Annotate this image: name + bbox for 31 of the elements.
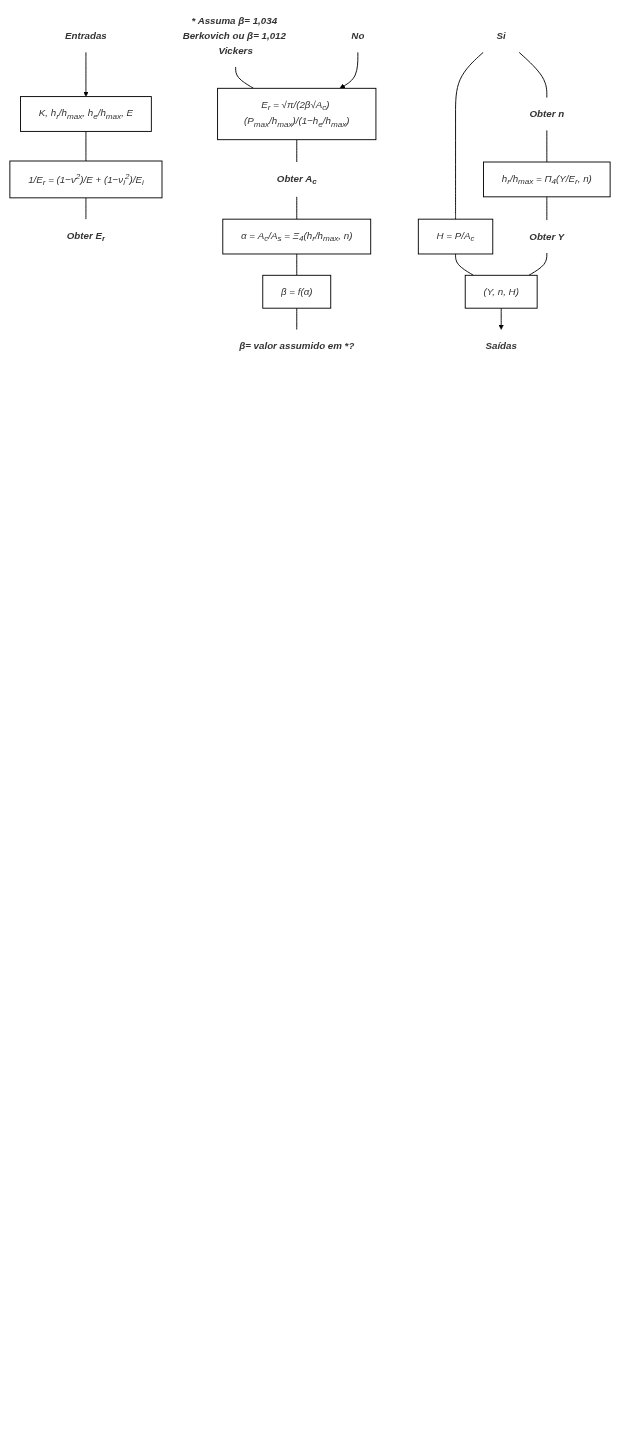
connector (296, 253, 298, 276)
connector (528, 252, 548, 276)
connector (235, 66, 255, 89)
connector (455, 51, 484, 220)
node-text: Obter A$_{c}$ (276, 172, 317, 186)
node-box: H = P/A$_{c}$ (417, 218, 494, 255)
connector (296, 139, 298, 163)
connector (518, 51, 548, 98)
connector (546, 130, 548, 163)
node-text: Obter n (529, 108, 565, 119)
connector (546, 196, 548, 221)
node-text: Obter E$_{r}$ (66, 230, 106, 244)
connector (85, 130, 87, 162)
connector (85, 197, 87, 220)
connector (296, 196, 298, 220)
node-box: E$_{r}$ = √π/(2β√A$_{c}$) (P$_{max}$/h$_{max}$)/(1−h$_{e}$/h$_{max}$) (217, 87, 377, 141)
node-text: Obter Y (529, 231, 565, 242)
node-text: Saídas (485, 340, 517, 351)
node-box: α = A$_{c}$/A$_{s}$ = Ξ$_{4}$(h$_{r}$/h$_{max}$, n) (222, 218, 372, 255)
node-text: No (351, 30, 365, 41)
connector (296, 307, 298, 330)
node-text: Entradas (65, 30, 107, 41)
node-text: Si (496, 30, 506, 41)
node-text: β= valor assumido em *? (239, 340, 355, 351)
node-box: K, h$_{r}$/h$_{max}$, h$_{e}$/h$_{max}$, E (20, 96, 152, 132)
node-box: (Y, n, H) (464, 274, 538, 309)
node-text: * Assuma β= 1,034 Berkovich ou β= 1,012 Vickers (182, 15, 286, 56)
node-box: 1/E$_{r}$ = (1−ν$^{2}$)/E + (1−ν$_{i}$$^{2}$)/E$_{i}$ (9, 160, 163, 199)
node-box: β = f(α) (262, 274, 332, 309)
connector (455, 253, 474, 276)
node-box: h$_{r}$/h$_{max}$ = Π$_{4}$(Y/E$_{r}$, n) (483, 161, 611, 198)
